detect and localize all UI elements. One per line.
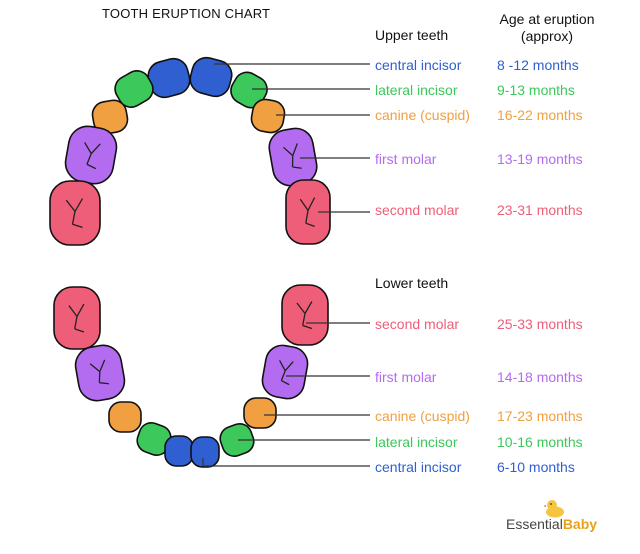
lower-tooth-label: lateral incisor <box>375 434 458 450</box>
upper-right-canine <box>250 98 286 134</box>
upper-right-central-incisor <box>189 56 233 98</box>
lower-teeth-header: Lower teeth <box>375 275 449 291</box>
upper-age-value: 23-31 months <box>497 202 583 218</box>
lower-left-canine <box>108 401 142 433</box>
age-at-eruption-header: Age at eruption (approx) <box>499 11 595 44</box>
upper-age-value: 13-19 months <box>497 151 583 167</box>
chart-title: TOOTH ERUPTION CHART <box>102 6 271 21</box>
upper-left-lateral-incisor <box>114 70 154 108</box>
upper-left-second-molar <box>49 180 101 246</box>
lower-age-value: 25-33 months <box>497 316 583 332</box>
lower-age-value: 6-10 months <box>497 459 575 475</box>
lower-right-second-molar <box>281 284 329 346</box>
teeth-layer <box>49 56 331 468</box>
lower-right-central-incisor <box>190 436 220 468</box>
duck-icon <box>544 500 564 518</box>
lower-right-lateral-incisor <box>219 423 255 457</box>
lower-left-second-molar <box>53 286 101 350</box>
upper-tooth-label: second molar <box>375 202 460 218</box>
lower-tooth-label: first molar <box>375 369 437 385</box>
upper-teeth-header: Upper teeth <box>375 27 449 43</box>
lower-left-first-molar <box>74 344 126 402</box>
logo-part-baby: Baby <box>562 516 598 532</box>
lower-left-central-incisor <box>164 435 194 467</box>
upper-tooth-label: central incisor <box>375 57 462 73</box>
lower-tooth-label: central incisor <box>375 459 462 475</box>
lower-age-value: 17-23 months <box>497 408 583 424</box>
upper-right-lateral-incisor <box>230 71 268 109</box>
upper-age-value: 16-22 months <box>497 107 583 123</box>
upper-tooth-label: canine (cuspid) <box>375 107 470 123</box>
lower-right-canine <box>243 397 277 429</box>
lower-right-first-molar <box>261 344 309 400</box>
lower-tooth-label: second molar <box>375 316 460 332</box>
upper-age-value: 9-13 months <box>497 82 575 98</box>
upper-left-first-molar <box>64 125 118 185</box>
lower-tooth-label: canine (cuspid) <box>375 408 470 424</box>
essential-baby-logo: EssentialBaby <box>506 500 602 538</box>
lower-age-value: 14-18 months <box>497 369 583 385</box>
upper-tooth-label: first molar <box>375 151 437 167</box>
logo-wordmark: EssentialBaby <box>506 516 597 532</box>
upper-right-first-molar <box>268 127 318 187</box>
upper-age-value: 8 -12 months <box>497 57 579 73</box>
upper-left-canine <box>91 99 129 135</box>
leader-lines <box>202 63 370 467</box>
logo-part-essential: Essential <box>506 516 563 532</box>
upper-tooth-label: lateral incisor <box>375 82 458 98</box>
lower-age-value: 10-16 months <box>497 434 583 450</box>
